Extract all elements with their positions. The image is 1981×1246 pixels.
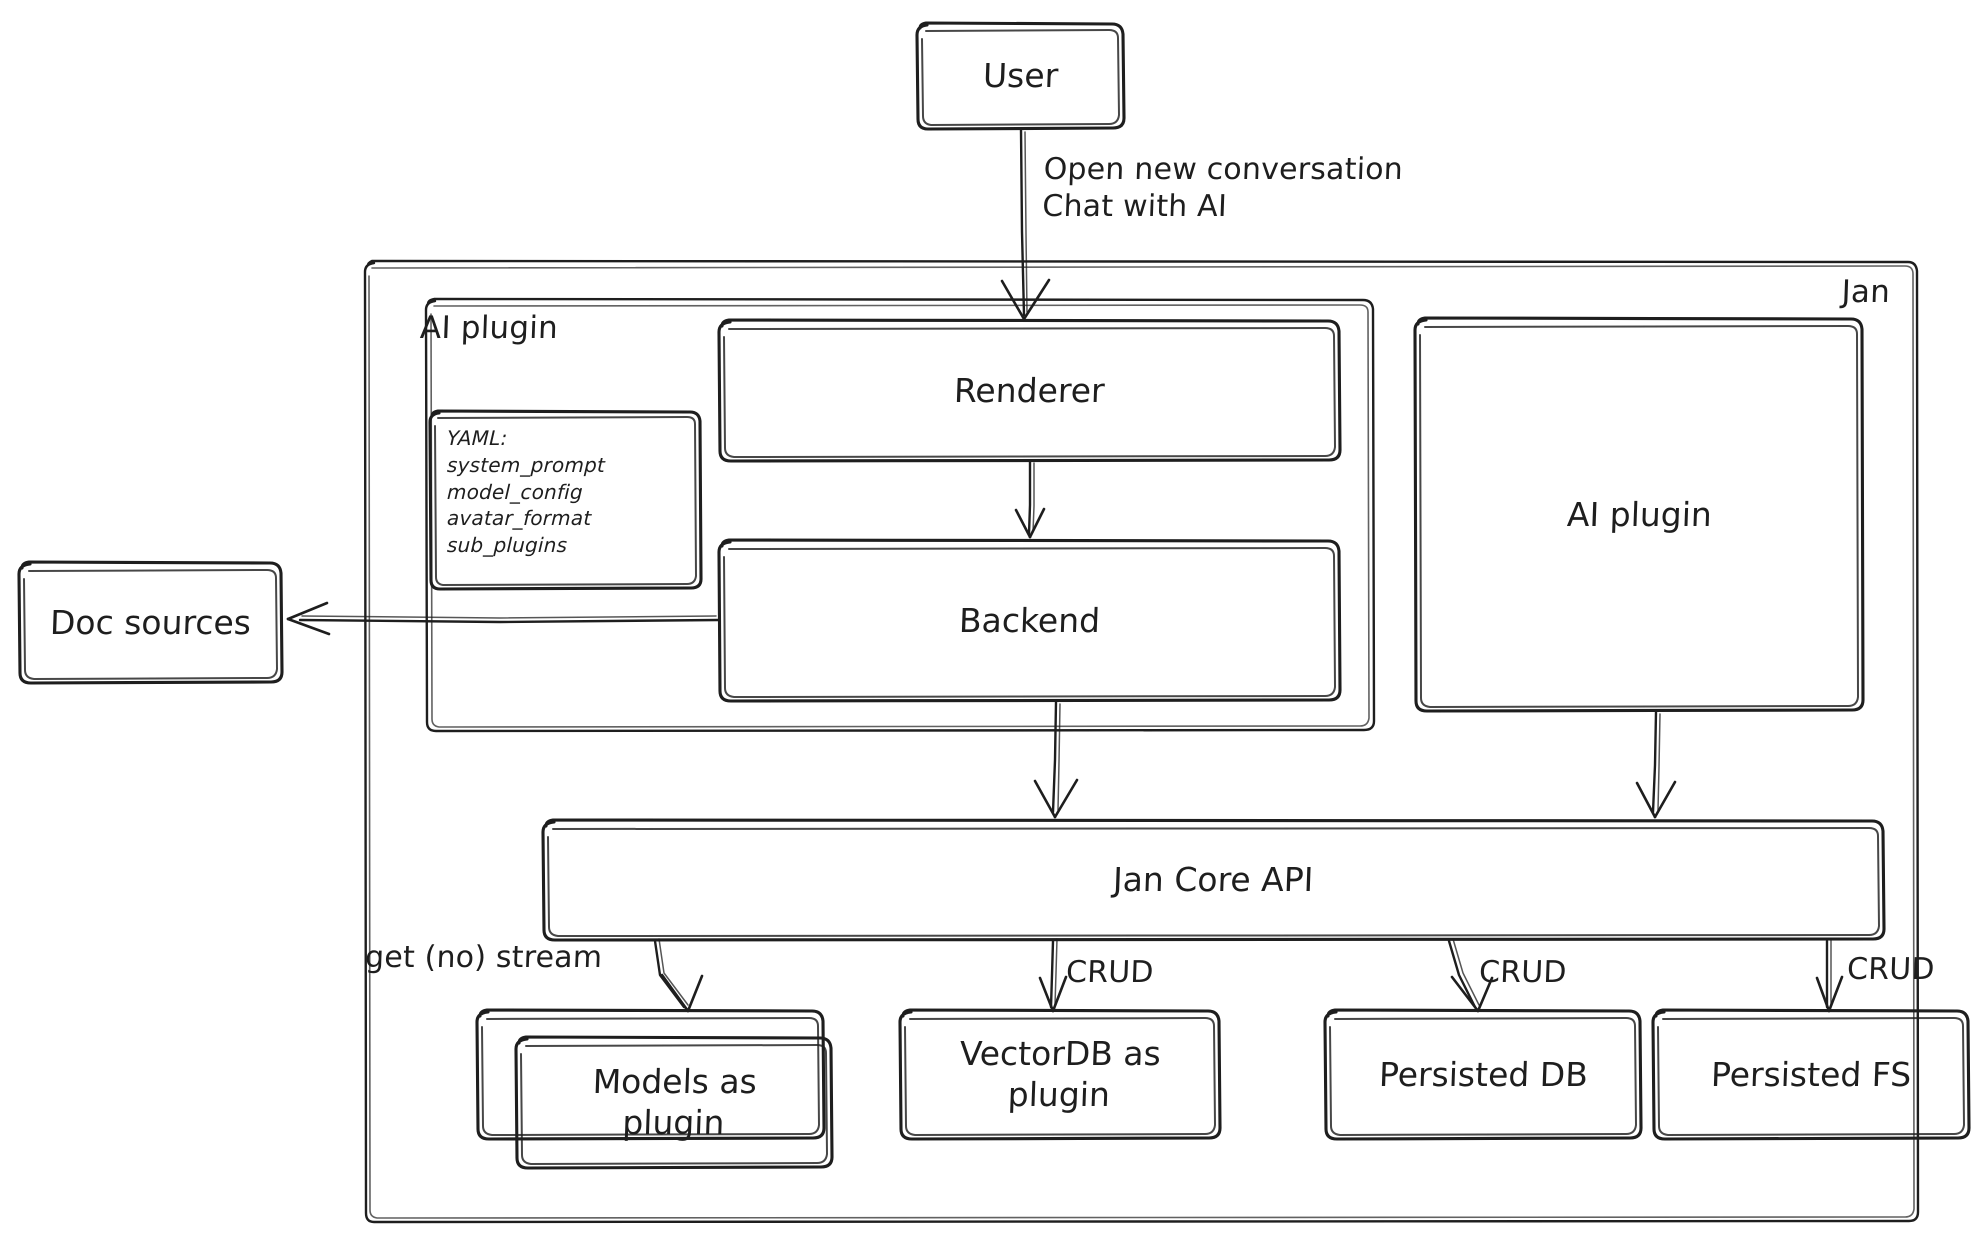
node-vectordb-as-plugin[interactable]: VectorDB as plugin (900, 1010, 1220, 1139)
edge-label-crud-persisted-fs: CRUD (1846, 952, 1936, 987)
node-jan-core-api-shape (541, 818, 1886, 942)
node-user-shape (915, 21, 1126, 131)
node-persisted-db-shape (1323, 1008, 1643, 1141)
edge-jan-core-api-to-models (653, 938, 704, 1013)
node-backend-label: Backend (958, 600, 1101, 640)
node-renderer-label: Renderer (953, 370, 1106, 410)
node-jan-core-api-label: Jan Core API (1112, 860, 1315, 900)
edge-backend-to-doc-sources (286, 601, 720, 636)
node-persisted-fs-shape (1651, 1008, 1971, 1141)
node-persisted-fs[interactable]: Persisted FS (1653, 1010, 1969, 1139)
node-doc-sources-label: Doc sources (49, 602, 252, 642)
node-ai-plugin-right-label: AI plugin (1565, 494, 1713, 534)
node-models-as-plugin-back-shape (475, 1008, 826, 1141)
yaml-item-avatar-format: avatar_format (446, 506, 592, 531)
yaml-heading: YAML: (446, 426, 508, 450)
node-jan-core-api[interactable]: Jan Core API (543, 820, 1884, 940)
yaml-item-system-prompt: system_prompt (446, 452, 606, 477)
node-persisted-db-label: Persisted DB (1377, 1054, 1589, 1094)
edge-jan-core-api-to-persisted-db (1447, 938, 1494, 1013)
node-ai-plugin-right[interactable]: AI plugin (1415, 318, 1863, 711)
node-models-as-plugin[interactable]: Models as plugin (516, 1037, 832, 1168)
edge-user-to-renderer (1000, 128, 1051, 321)
node-models-as-plugin-label: Models as plugin (591, 1062, 758, 1143)
node-user-label: User (982, 56, 1059, 96)
yaml-item-sub-plugins: sub_plugins (446, 533, 568, 558)
node-renderer[interactable]: Renderer (719, 320, 1340, 461)
node-vectordb-as-plugin-label: VectorDB as plugin (959, 1034, 1162, 1115)
edge-label-user-renderer: Open new conversation Chat with AI (1041, 152, 1404, 224)
node-yaml-card-shape (428, 409, 703, 591)
group-label-ai-plugin: AI plugin (419, 310, 559, 346)
node-persisted-db[interactable]: Persisted DB (1325, 1010, 1641, 1139)
node-doc-sources-shape (17, 560, 284, 685)
edge-ai-plugin-to-jan-core-api (1635, 710, 1677, 819)
edge-label-crud-vectordb: CRUD (1065, 955, 1155, 990)
edge-backend-to-jan-core-api (1033, 700, 1079, 819)
node-ai-plugin-right-shape (1413, 316, 1865, 713)
yaml-card: YAML: system_prompt model_config avatar_… (447, 425, 692, 559)
edge-renderer-to-backend (1014, 460, 1046, 539)
edge-label-get-no-stream: get (no) stream (364, 940, 603, 975)
group-label-jan: Jan (1841, 274, 1891, 310)
yaml-item-model-config: model_config (446, 479, 584, 504)
edge-jan-core-api-to-persisted-fs (1815, 938, 1844, 1013)
node-vectordb-as-plugin-shape (898, 1008, 1222, 1141)
group-jan-container (363, 259, 1920, 1224)
group-ai-plugin-container (424, 297, 1376, 733)
node-backend-shape (717, 538, 1342, 703)
edge-jan-core-api-to-vectordb (1038, 938, 1068, 1013)
node-models-as-plugin-shape (514, 1035, 834, 1170)
node-backend[interactable]: Backend (719, 540, 1340, 701)
node-renderer-shape (717, 318, 1342, 463)
node-user[interactable]: User (917, 23, 1124, 129)
edge-label-crud-persisted-db: CRUD (1478, 955, 1568, 990)
node-persisted-fs-label: Persisted FS (1710, 1054, 1912, 1094)
node-doc-sources[interactable]: Doc sources (19, 562, 282, 683)
